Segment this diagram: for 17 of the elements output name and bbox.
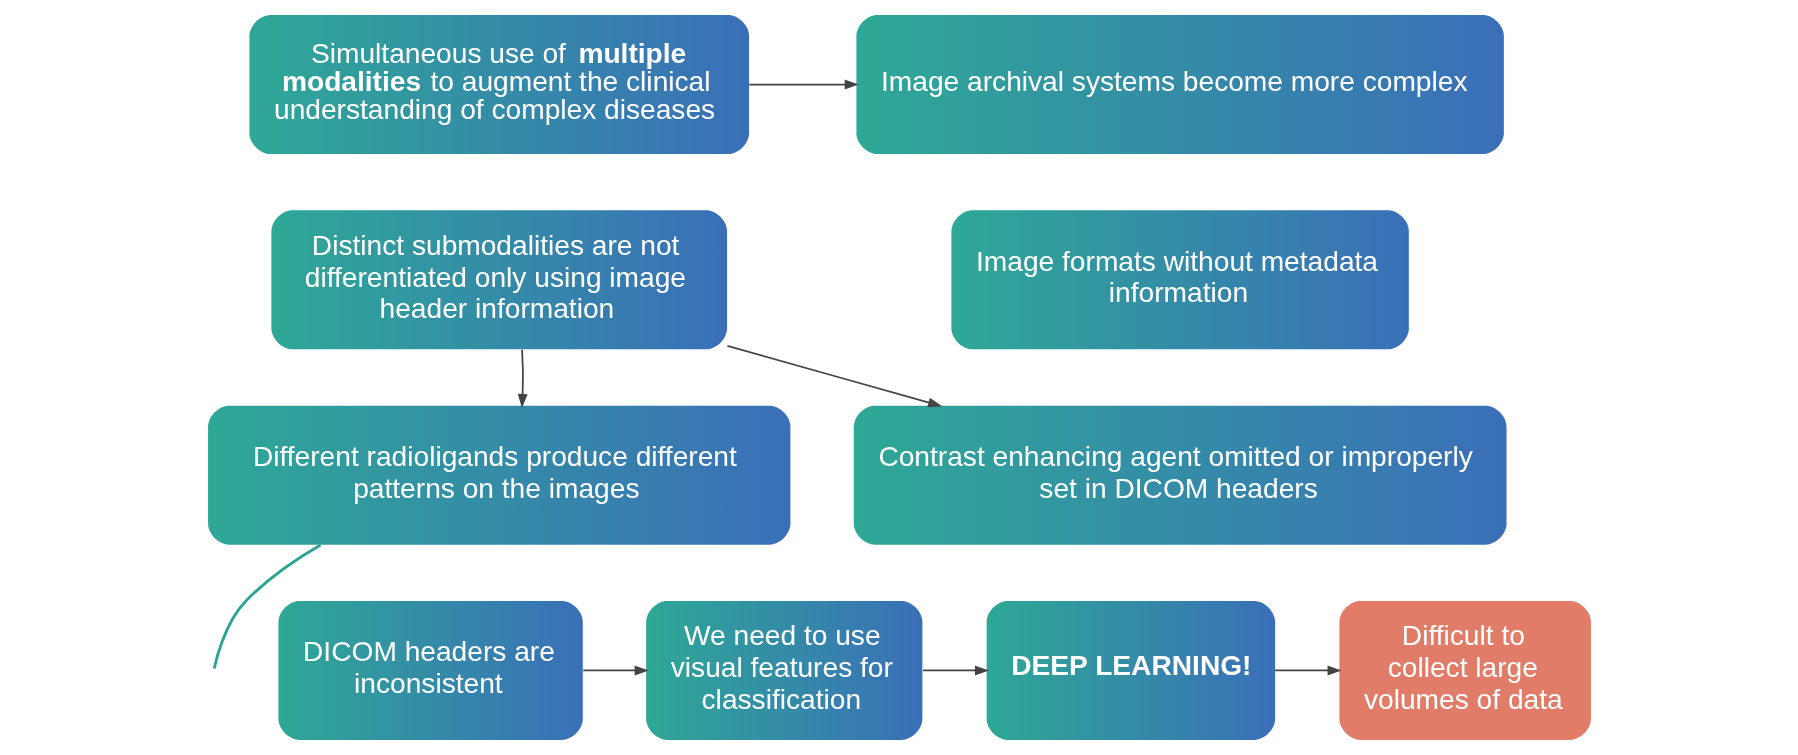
node-box: Image archival systems become more complex — [855, 15, 1504, 155]
connector — [212, 543, 321, 669]
node-box: Difficult to collect large volumes of data — [1338, 600, 1591, 740]
arrow — [747, 79, 859, 90]
node-box: DICOM headers are inconsistent — [277, 600, 583, 740]
node-box: Distinct submodalities are not differentiated only using image header information — [270, 210, 727, 350]
node-box: Image formats without metadata information — [950, 210, 1409, 350]
node-box: Contrast enhancing agent omitted or improperly set in DICOM headers — [853, 405, 1506, 545]
arrow — [581, 665, 649, 676]
node-box: Different radioligands produce different patterns on the images — [207, 405, 790, 545]
node-box: DEEP LEARNING! — [986, 600, 1275, 740]
arrow — [517, 348, 528, 409]
arrow — [726, 345, 942, 408]
arrow — [1273, 665, 1342, 676]
arrow — [921, 665, 989, 676]
node-box: Simultaneous use of multiple modalities to augment the clinical understanding of complex diseases — [248, 15, 749, 155]
node-box: We need to use visual features for classification — [645, 600, 922, 740]
